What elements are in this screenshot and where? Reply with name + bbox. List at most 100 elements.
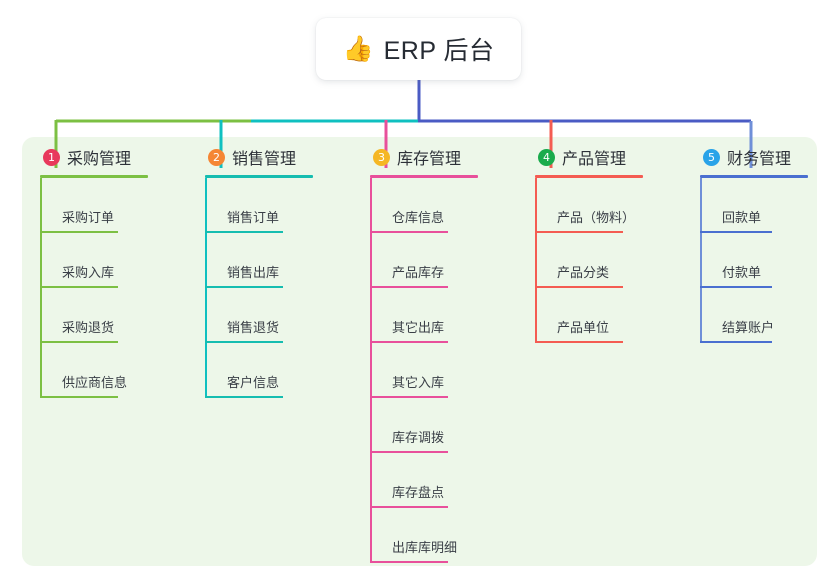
leaf-item[interactable]: 库存调拨	[370, 398, 520, 453]
leaf-underline	[535, 286, 623, 288]
leaf-underline	[535, 341, 623, 343]
branch-trunk-1	[40, 178, 42, 398]
leaf-item[interactable]: 产品（物料）	[535, 178, 685, 233]
column-header-2[interactable]: 2 销售管理	[205, 145, 355, 169]
leaf-label: 采购退货	[62, 320, 115, 335]
leaf-label: 供应商信息	[62, 375, 128, 390]
leaf-underline	[370, 286, 448, 288]
branch-5: 回款单付款单结算账户	[700, 178, 839, 343]
column-title-1: 采购管理	[67, 151, 132, 168]
column-underline-3	[370, 175, 478, 178]
leaf-item[interactable]: 其它出库	[370, 288, 520, 343]
leaf-underline	[40, 231, 118, 233]
leaf-item[interactable]: 产品分类	[535, 233, 685, 288]
root-title-card[interactable]: 👍 ERP 后台	[316, 18, 521, 80]
column-header-1[interactable]: 1 采购管理	[40, 145, 190, 169]
column-3: 3 库存管理仓库信息产品库存其它出库其它入库库存调拨库存盘点出库库明细	[370, 145, 520, 563]
leaf-underline	[205, 286, 283, 288]
leaf-underline	[205, 396, 283, 398]
leaf-item[interactable]: 销售出库	[205, 233, 355, 288]
leaf-label: 出库库明细	[392, 540, 458, 555]
leaf-underline	[40, 396, 118, 398]
branch-4: 产品（物料） 产品分类产品单位	[535, 178, 685, 343]
leaf-label: 产品库存	[392, 265, 445, 280]
leaf-label: 其它出库	[392, 320, 445, 335]
leaf-label: 付款单	[722, 265, 762, 280]
leaf-label: 库存盘点	[392, 485, 445, 500]
leaf-label: 销售订单	[227, 210, 280, 225]
column-title-2: 销售管理	[232, 151, 297, 168]
leaf-underline	[700, 231, 772, 233]
leaf-label: 其它入库	[392, 375, 445, 390]
leaf-label: 回款单	[722, 210, 762, 225]
branch-trunk-4	[535, 178, 537, 343]
leaf-item[interactable]: 产品库存	[370, 233, 520, 288]
leaf-underline	[370, 341, 448, 343]
leaf-underline	[205, 341, 283, 343]
branch-1: 采购订单采购入库采购退货供应商信息	[40, 178, 190, 398]
leaf-item[interactable]: 回款单	[700, 178, 839, 233]
branch-trunk-2	[205, 178, 207, 398]
leaf-underline	[700, 286, 772, 288]
leaf-label: 仓库信息	[392, 210, 445, 225]
leaf-label: 采购入库	[62, 265, 115, 280]
branch-3: 仓库信息产品库存其它出库其它入库库存调拨库存盘点出库库明细	[370, 178, 520, 563]
column-underline-1	[40, 175, 148, 178]
column-badge-2: 2	[208, 148, 225, 166]
column-title-3: 库存管理	[397, 151, 462, 168]
leaf-label: 结算账户	[722, 320, 775, 335]
column-badge-1: 1	[43, 148, 60, 166]
leaf-underline	[700, 341, 772, 343]
leaf-item[interactable]: 采购入库	[40, 233, 190, 288]
leaf-underline	[370, 231, 448, 233]
column-4: 4 产品管理产品（物料） 产品分类产品单位	[535, 145, 685, 343]
leaf-item[interactable]: 客户信息	[205, 343, 355, 398]
leaf-underline	[40, 286, 118, 288]
leaf-label: 产品（物料）	[557, 210, 636, 225]
column-header-4[interactable]: 4 产品管理	[535, 145, 685, 169]
column-underline-5	[700, 175, 808, 178]
column-underline-4	[535, 175, 643, 178]
leaf-item[interactable]: 供应商信息	[40, 343, 190, 398]
leaf-underline	[205, 231, 283, 233]
leaf-label: 销售出库	[227, 265, 280, 280]
leaf-label: 客户信息	[227, 375, 280, 390]
leaf-item[interactable]: 仓库信息	[370, 178, 520, 233]
leaf-label: 产品分类	[557, 265, 610, 280]
column-header-3[interactable]: 3 库存管理	[370, 145, 520, 169]
column-title-4: 产品管理	[562, 151, 627, 168]
leaf-item[interactable]: 采购退货	[40, 288, 190, 343]
leaf-underline	[370, 561, 448, 563]
leaf-underline	[370, 506, 448, 508]
leaf-underline	[370, 451, 448, 453]
leaf-label: 产品单位	[557, 320, 610, 335]
leaf-underline	[370, 396, 448, 398]
leaf-item[interactable]: 结算账户	[700, 288, 839, 343]
leaf-item[interactable]: 其它入库	[370, 343, 520, 398]
column-badge-4: 4	[538, 148, 555, 166]
root-title-label: ERP 后台	[383, 37, 495, 65]
leaf-item[interactable]: 采购订单	[40, 178, 190, 233]
diagram-panel	[22, 137, 817, 566]
column-badge-5: 5	[703, 148, 720, 166]
branch-trunk-3	[370, 178, 372, 563]
column-2: 2 销售管理销售订单销售出库销售退货客户信息	[205, 145, 355, 398]
leaf-item[interactable]: 销售订单	[205, 178, 355, 233]
branch-2: 销售订单销售出库销售退货客户信息	[205, 178, 355, 398]
leaf-label: 采购订单	[62, 210, 115, 225]
leaf-item[interactable]: 库存盘点	[370, 453, 520, 508]
column-badge-3: 3	[373, 148, 390, 166]
leaf-underline	[40, 341, 118, 343]
leaf-item[interactable]: 出库库明细	[370, 508, 520, 563]
leaf-item[interactable]: 付款单	[700, 233, 839, 288]
leaf-label: 销售退货	[227, 320, 280, 335]
leaf-underline	[535, 231, 623, 233]
leaf-item[interactable]: 产品单位	[535, 288, 685, 343]
branch-trunk-5	[700, 178, 702, 343]
leaf-item[interactable]: 销售退货	[205, 288, 355, 343]
thumbs-up-icon: 👍	[342, 34, 374, 63]
leaf-label: 库存调拨	[392, 430, 445, 445]
